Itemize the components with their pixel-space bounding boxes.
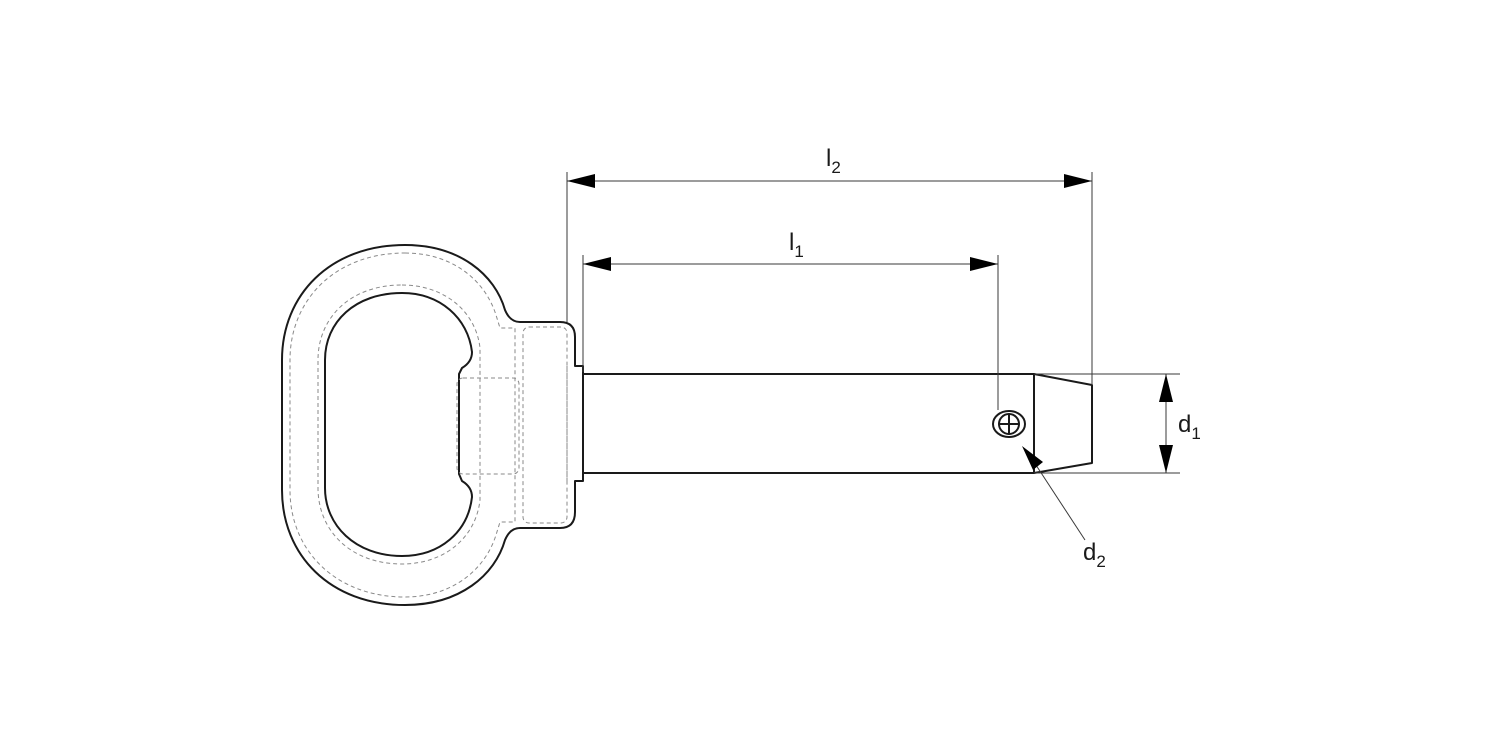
- arrowhead: [1064, 174, 1092, 188]
- hidden-collar-bore: [522, 326, 568, 524]
- arrowhead: [1022, 446, 1043, 470]
- ring-hidden-outer: [289, 252, 516, 598]
- arrowhead: [567, 174, 595, 188]
- arrowhead: [1159, 445, 1173, 473]
- extension-lines: [566, 172, 1180, 474]
- cross-hole: [992, 410, 1026, 438]
- dimension-l1: l1: [583, 229, 998, 271]
- ring-hidden-inner: [317, 284, 481, 565]
- label-l1: l1: [789, 229, 804, 261]
- dimension-d2: d2: [1022, 446, 1106, 571]
- ring-outer-outline: [281, 244, 584, 606]
- dimension-d1: d1: [1159, 374, 1201, 473]
- arrowhead: [1159, 374, 1173, 402]
- ring-inner-opening: [324, 292, 473, 557]
- dimension-l2: l2: [567, 145, 1092, 188]
- label-l2: l2: [826, 145, 841, 177]
- ring-handle: [281, 244, 584, 606]
- pin-shaft: [582, 373, 1093, 474]
- label-d2: d2: [1083, 539, 1106, 571]
- arrowhead: [970, 257, 998, 271]
- pin-tapered-tip: [1033, 373, 1093, 474]
- hidden-pin-end: [456, 377, 520, 475]
- arrowhead: [583, 257, 611, 271]
- label-d1: d1: [1178, 411, 1201, 443]
